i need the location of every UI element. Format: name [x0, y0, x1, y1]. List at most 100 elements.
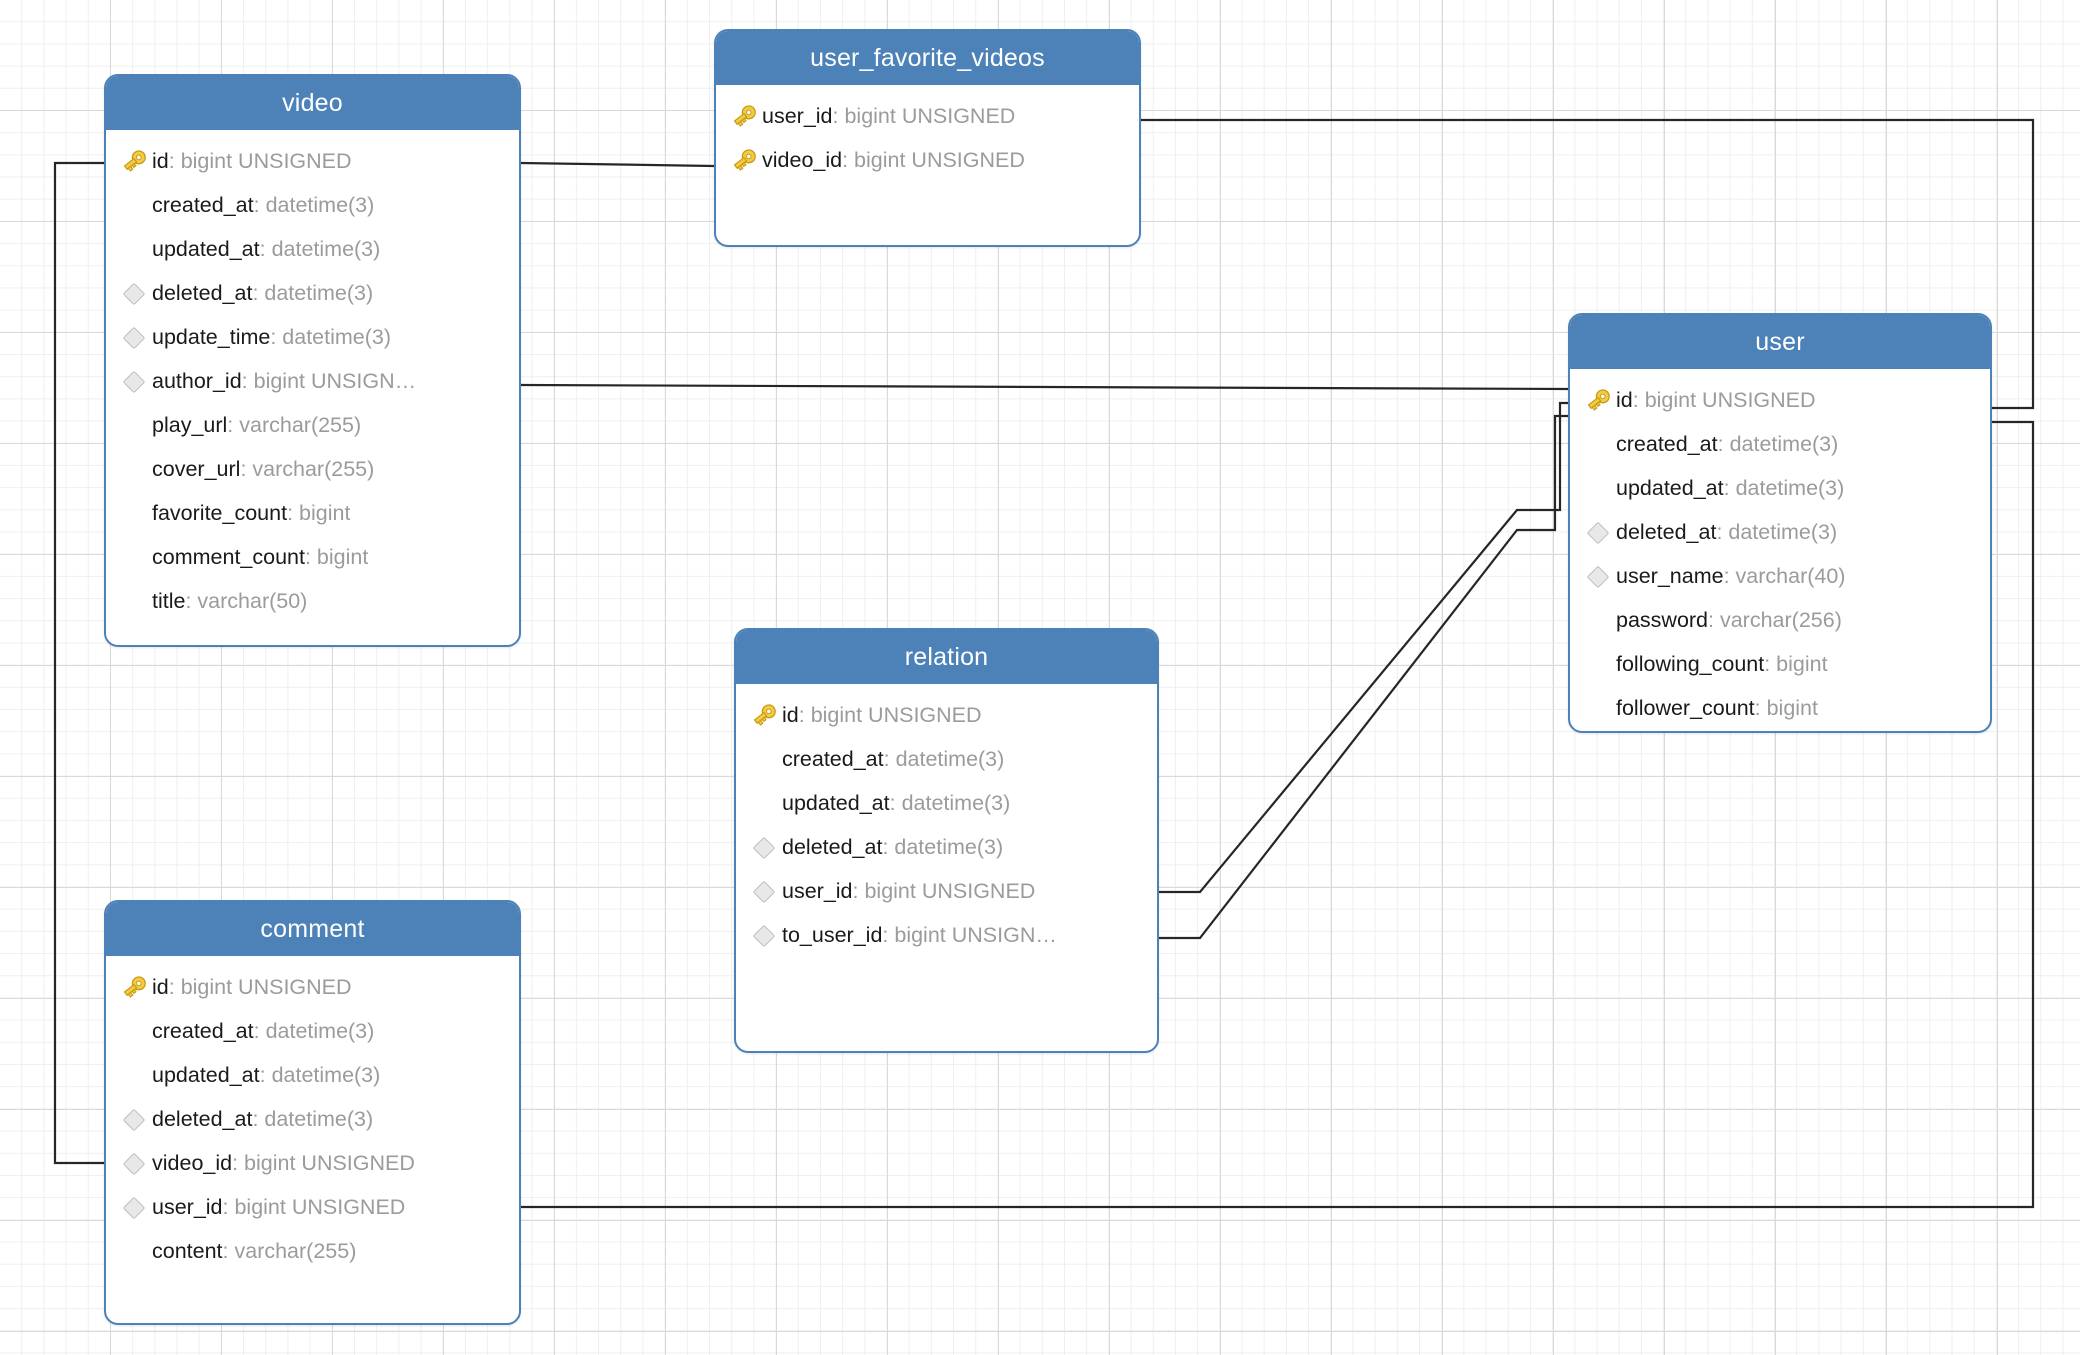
- field-separator: :: [168, 975, 181, 999]
- field-label: user_id: bigint UNSIGNED: [152, 1195, 405, 1219]
- field-label: following_count: bigint: [1616, 652, 1828, 676]
- field-marker-none: [1584, 649, 1616, 679]
- field-type: datetime(3): [1729, 432, 1839, 456]
- field-row-video-comment_count[interactable]: comment_count: bigint: [106, 535, 519, 579]
- field-row-comment-video_id[interactable]: video_id: bigint UNSIGNED: [106, 1141, 519, 1185]
- diamond-icon: [120, 1148, 152, 1178]
- field-separator: :: [222, 1239, 235, 1263]
- field-separator: :: [1717, 432, 1730, 456]
- field-name: user_id: [782, 879, 853, 903]
- field-marker-none: [120, 410, 152, 440]
- field-row-relation-created_at[interactable]: created_at: datetime(3): [736, 737, 1157, 781]
- field-type: bigint UNSIGNED: [810, 703, 982, 727]
- field-label: id: bigint UNSIGNED: [1616, 388, 1816, 412]
- field-row-comment-user_id[interactable]: user_id: bigint UNSIGNED: [106, 1185, 519, 1229]
- field-label: author_id: bigint UNSIGN…: [152, 369, 416, 393]
- field-label: deleted_at: datetime(3): [1616, 520, 1837, 544]
- field-type: bigint UNSIGN…: [894, 923, 1057, 947]
- field-row-relation-deleted_at[interactable]: deleted_at: datetime(3): [736, 825, 1157, 869]
- field-type: datetime(3): [265, 193, 375, 217]
- field-row-video-title[interactable]: title: varchar(50): [106, 579, 519, 623]
- field-row-user-created_at[interactable]: created_at: datetime(3): [1570, 422, 1990, 466]
- field-row-comment-created_at[interactable]: created_at: datetime(3): [106, 1009, 519, 1053]
- field-row-comment-updated_at[interactable]: updated_at: datetime(3): [106, 1053, 519, 1097]
- field-label: follower_count: bigint: [1616, 696, 1818, 720]
- field-name: deleted_at: [782, 835, 883, 859]
- field-name: updated_at: [152, 237, 260, 261]
- field-row-video-favorite_count[interactable]: favorite_count: bigint: [106, 491, 519, 535]
- field-type: bigint UNSIGNED: [854, 148, 1025, 172]
- field-type: bigint UNSIGNED: [180, 149, 352, 173]
- field-row-user-deleted_at[interactable]: deleted_at: datetime(3): [1570, 510, 1990, 554]
- field-row-user-id[interactable]: id: bigint UNSIGNED: [1570, 378, 1990, 422]
- field-row-video-update_time[interactable]: update_time: datetime(3): [106, 315, 519, 359]
- field-row-relation-id[interactable]: id: bigint UNSIGNED: [736, 693, 1157, 737]
- entity-table-user-favorite-videos[interactable]: user_favorite_videos user_id: bigint UNS…: [714, 29, 1141, 247]
- field-label: updated_at: datetime(3): [782, 791, 1010, 815]
- field-row-video-deleted_at[interactable]: deleted_at: datetime(3): [106, 271, 519, 315]
- diamond-icon: [120, 1104, 152, 1134]
- field-label: content: varchar(255): [152, 1239, 356, 1263]
- field-row-comment-content[interactable]: content: varchar(255): [106, 1229, 519, 1273]
- diamond-icon: [750, 876, 782, 906]
- field-separator: :: [1764, 652, 1777, 676]
- table-fields-video: id: bigint UNSIGNED created_at: datetime(…: [106, 130, 519, 633]
- field-row-relation-updated_at[interactable]: updated_at: datetime(3): [736, 781, 1157, 825]
- field-row-relation-user_id[interactable]: user_id: bigint UNSIGNED: [736, 869, 1157, 913]
- field-label: id: bigint UNSIGNED: [152, 975, 352, 999]
- field-label: updated_at: datetime(3): [1616, 476, 1844, 500]
- field-separator: :: [1723, 564, 1736, 588]
- field-type: bigint UNSIGNED: [864, 879, 1036, 903]
- field-name: user_name: [1616, 564, 1724, 588]
- table-title-user-favorite-videos: user_favorite_videos: [716, 31, 1139, 85]
- field-name: created_at: [1616, 432, 1718, 456]
- field-row-comment-deleted_at[interactable]: deleted_at: datetime(3): [106, 1097, 519, 1141]
- field-row-video-play_url[interactable]: play_url: varchar(255): [106, 403, 519, 447]
- field-type: datetime(3): [265, 1019, 375, 1043]
- field-label: video_id: bigint UNSIGNED: [152, 1151, 415, 1175]
- field-separator: :: [253, 193, 266, 217]
- field-marker-none: [120, 234, 152, 264]
- field-label: id: bigint UNSIGNED: [152, 149, 352, 173]
- field-name: update_time: [152, 325, 271, 349]
- field-label: play_url: varchar(255): [152, 413, 361, 437]
- field-row-user-updated_at[interactable]: updated_at: datetime(3): [1570, 466, 1990, 510]
- field-row-user_favorite_videos-user_id[interactable]: user_id: bigint UNSIGNED: [716, 94, 1139, 138]
- field-name: follower_count: [1616, 696, 1755, 720]
- field-name: deleted_at: [152, 281, 253, 305]
- field-name: video_id: [762, 148, 843, 172]
- field-marker-none: [120, 190, 152, 220]
- field-row-video-id[interactable]: id: bigint UNSIGNED: [106, 139, 519, 183]
- field-row-relation-to_user_id[interactable]: to_user_id: bigint UNSIGN…: [736, 913, 1157, 957]
- field-row-video-cover_url[interactable]: cover_url: varchar(255): [106, 447, 519, 491]
- field-separator: :: [270, 325, 283, 349]
- field-name: updated_at: [1616, 476, 1724, 500]
- field-row-user-password[interactable]: password: varchar(256): [1570, 598, 1990, 642]
- field-label: created_at: datetime(3): [152, 193, 374, 217]
- field-type: bigint: [316, 545, 369, 569]
- field-row-user_favorite_videos-video_id[interactable]: video_id: bigint UNSIGNED: [716, 138, 1139, 182]
- field-row-user-following_count[interactable]: following_count: bigint: [1570, 642, 1990, 686]
- diamond-icon: [750, 832, 782, 862]
- field-marker-none: [120, 454, 152, 484]
- field-label: updated_at: datetime(3): [152, 1063, 380, 1087]
- diamond-icon: [1584, 517, 1616, 547]
- entity-table-user[interactable]: user id: bigint UNSIGNED created_at: date…: [1568, 313, 1992, 733]
- field-row-video-created_at[interactable]: created_at: datetime(3): [106, 183, 519, 227]
- field-row-video-author_id[interactable]: author_id: bigint UNSIGN…: [106, 359, 519, 403]
- field-separator: :: [227, 413, 240, 437]
- field-type: datetime(3): [901, 791, 1011, 815]
- field-name: id: [152, 975, 169, 999]
- field-type: bigint: [1766, 696, 1818, 720]
- field-row-video-updated_at[interactable]: updated_at: datetime(3): [106, 227, 519, 271]
- field-row-user-follower_count[interactable]: follower_count: bigint: [1570, 686, 1990, 730]
- field-marker-none: [1584, 693, 1616, 723]
- field-row-user-user_name[interactable]: user_name: varchar(40): [1570, 554, 1990, 598]
- field-row-comment-id[interactable]: id: bigint UNSIGNED: [106, 965, 519, 1009]
- table-title-user: user: [1570, 315, 1990, 369]
- field-label: user_name: varchar(40): [1616, 564, 1845, 588]
